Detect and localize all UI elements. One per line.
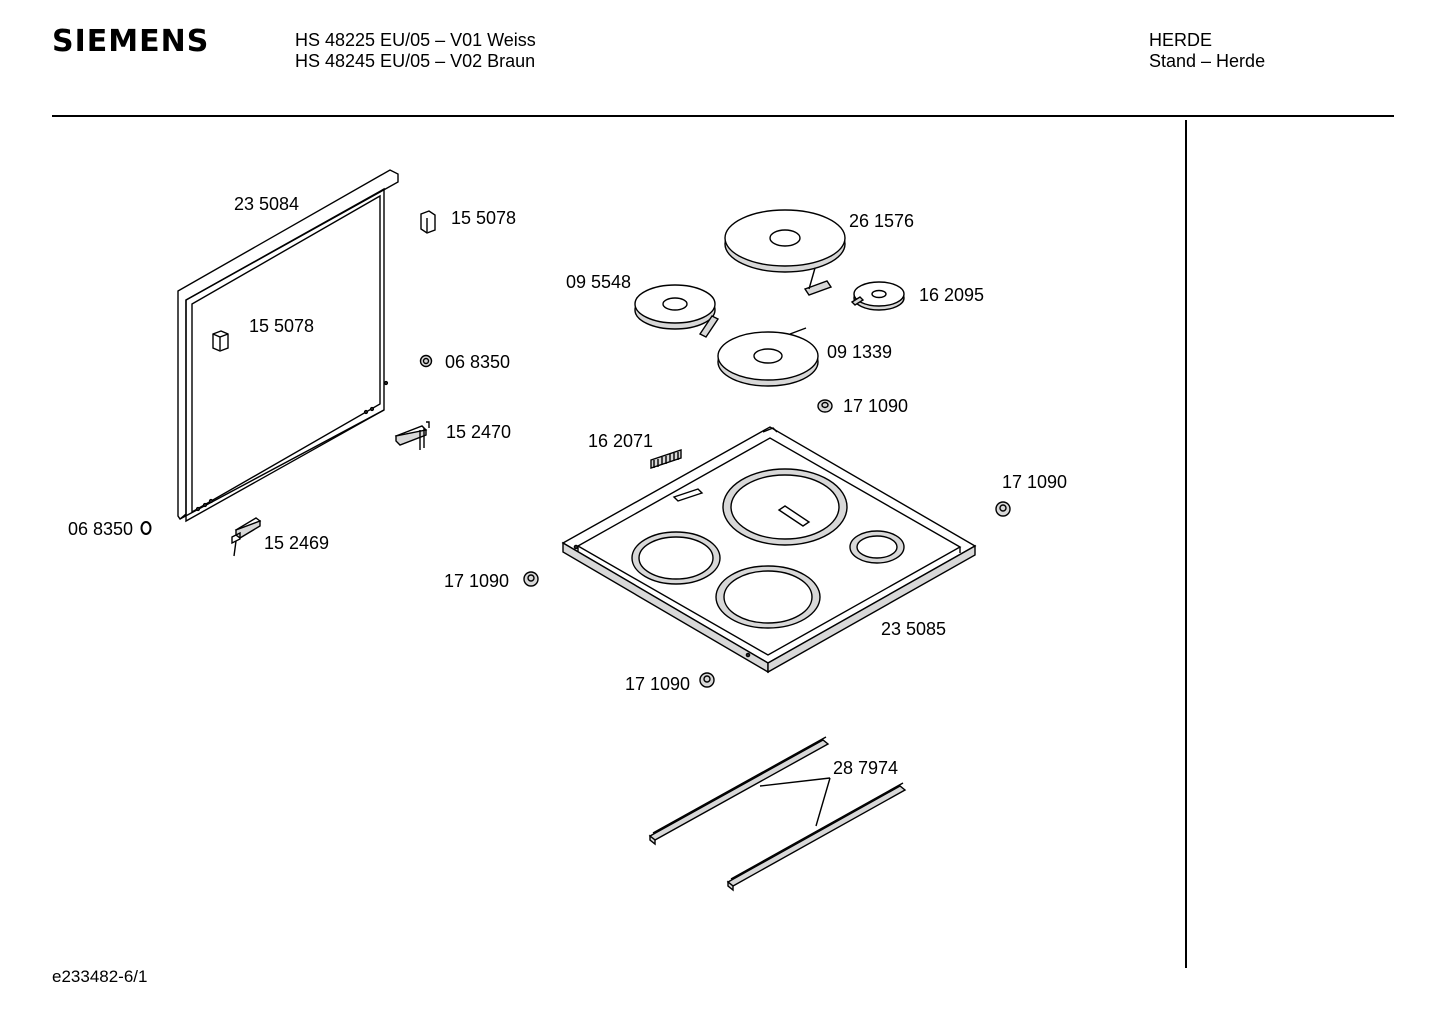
model-list: HS 48225 EU/05 – V01 Weiss HS 48245 EU/0…: [295, 30, 536, 72]
hob-tray-drawing: [561, 426, 977, 674]
clip-panel-drawing: [212, 330, 229, 352]
label-buffer-3: 17 1090: [444, 571, 509, 591]
label-clip-top: 15 5078: [451, 208, 516, 228]
buffer-2-drawing: [995, 501, 1011, 517]
model-line-1: HS 48225 EU/05 – V01 Weiss: [295, 30, 536, 50]
category-block: HERDE Stand – Herde: [1149, 30, 1265, 72]
hinge-upper-drawing: [394, 421, 430, 450]
label-hotplate-large: 26 1576: [849, 211, 914, 231]
label-buffer-4: 17 1090: [625, 674, 690, 694]
grommet-left-drawing: [140, 521, 152, 535]
document-number: e233482-6/1: [52, 967, 148, 986]
category-title: HERDE: [1149, 30, 1213, 50]
label-hinge-lower: 15 2469: [264, 533, 329, 553]
label-buffer-1: 17 1090: [843, 396, 908, 416]
label-side-panel: 23 5084: [234, 194, 299, 214]
category-subtitle: Stand – Herde: [1149, 51, 1266, 71]
label-hotplate-front: 09 1339: [827, 342, 892, 362]
hotplate-front-drawing: [717, 327, 819, 387]
side-panel-drawing: [177, 169, 399, 523]
buffer-3-drawing: [523, 571, 539, 587]
hotplate-left-drawing: [634, 284, 720, 338]
header-rule: [52, 115, 1394, 117]
label-rails: 28 7974: [833, 758, 898, 778]
label-grommet-right: 06 8350: [445, 352, 510, 372]
buffer-1-drawing: [817, 399, 833, 413]
clip-top-drawing: [420, 210, 436, 234]
hinge-lower-drawing: [231, 517, 262, 557]
grommet-right-drawing: [419, 354, 433, 368]
buffer-4-drawing: [699, 672, 715, 688]
brand-logo: SIEMENS: [52, 24, 210, 59]
label-clip-panel: 15 5078: [249, 316, 314, 336]
rails-drawing: [648, 736, 907, 892]
label-vent-insert: 16 2071: [588, 431, 653, 451]
label-grommet-left: 06 8350: [68, 519, 133, 539]
side-rule: [1185, 120, 1187, 968]
vent-insert-drawing: [650, 449, 682, 469]
label-hob-tray: 23 5085: [881, 619, 946, 639]
label-hinge-upper: 15 2470: [446, 422, 511, 442]
label-buffer-2: 17 1090: [1002, 472, 1067, 492]
hotplate-large-drawing: [724, 209, 846, 296]
label-hotplate-left: 09 5548: [566, 272, 631, 292]
model-line-2: HS 48245 EU/05 – V02 Braun: [295, 51, 536, 71]
hotplate-small-drawing: [850, 281, 905, 311]
label-hotplate-small: 16 2095: [919, 285, 984, 305]
